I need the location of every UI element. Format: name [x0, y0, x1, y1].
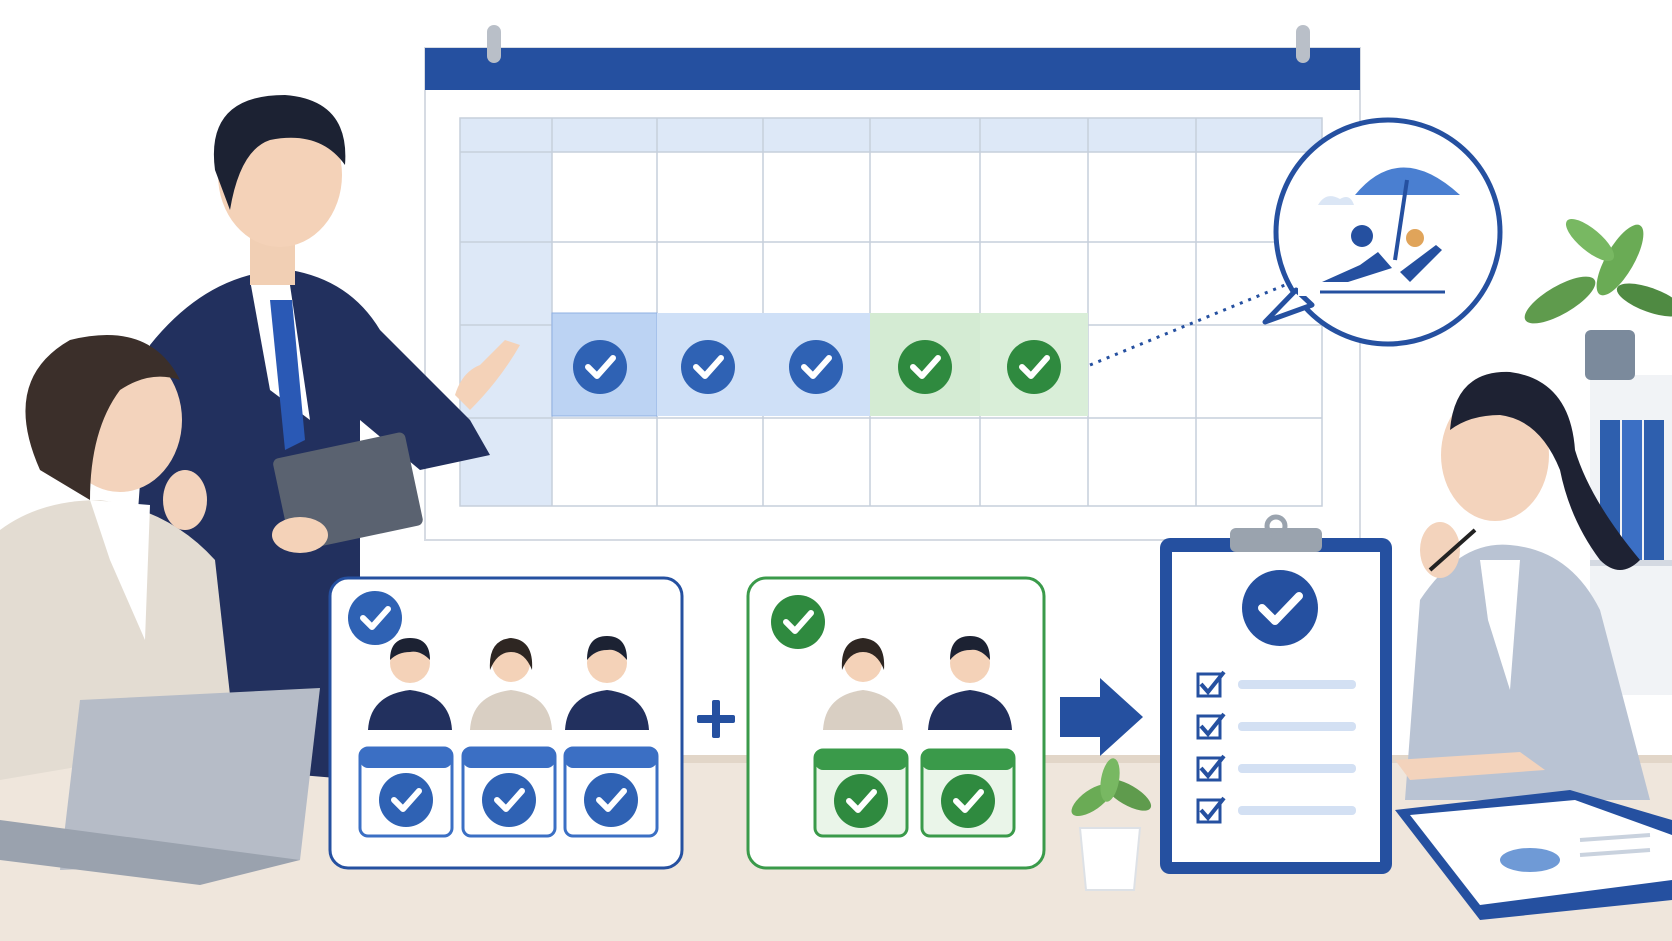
- calendar-icon: [813, 748, 909, 838]
- wall-calendar: [424, 25, 1361, 541]
- woman-right: [1395, 371, 1650, 800]
- check-circle-icon: [771, 595, 825, 649]
- check-circle-icon: [681, 340, 735, 394]
- pie-chart-graphic: [1500, 848, 1560, 872]
- calendar-icon: [920, 748, 1016, 838]
- member-avatar: [823, 638, 903, 730]
- member-avatar: [565, 636, 649, 730]
- clipboard-clip: [1230, 528, 1322, 552]
- checklist-item: [1196, 712, 1356, 740]
- check-circle-icon: [1007, 340, 1061, 394]
- beach-umbrella-icon: [1355, 167, 1460, 261]
- checklist-item: [1196, 796, 1356, 824]
- cloud-icon: [1318, 196, 1354, 205]
- clipboard-icon: [1160, 514, 1392, 874]
- vacation-speech-bubble: [1262, 117, 1503, 347]
- laptop: [0, 688, 320, 885]
- report-folder: [1395, 790, 1672, 920]
- checklist-item: [1196, 754, 1356, 782]
- checklist: [1196, 670, 1356, 824]
- member-avatar: [470, 638, 552, 730]
- plus-icon: [697, 700, 735, 738]
- binder-clip-right: [1296, 25, 1310, 63]
- check-circle-icon: [789, 340, 843, 394]
- person-relaxing: [1351, 225, 1373, 247]
- team-blue-members: [358, 636, 659, 838]
- calendar-icon: [461, 746, 557, 838]
- check-circle-icon: [1242, 570, 1318, 646]
- checklist-item: [1196, 670, 1356, 698]
- calendar-icon: [358, 746, 454, 838]
- member-avatar: [368, 638, 452, 730]
- check-circle-icon: [573, 340, 627, 394]
- calendar-header-bar: [425, 48, 1360, 90]
- plant-top-right: [1524, 218, 1672, 380]
- check-circle-icon: [898, 340, 952, 394]
- desk-plant: [1071, 758, 1152, 891]
- pointing-hand: [455, 340, 520, 410]
- woman-left: [0, 335, 235, 780]
- binder-clip-left: [487, 25, 501, 63]
- lounge-chair: [1322, 252, 1392, 282]
- team-green-panel: [746, 576, 1046, 870]
- member-avatar: [928, 636, 1012, 730]
- arrow-right-icon: [1060, 678, 1143, 756]
- calendar-day-header-row: [460, 118, 1322, 152]
- calendar-icon: [563, 746, 659, 838]
- check-circle-icon: [348, 591, 402, 645]
